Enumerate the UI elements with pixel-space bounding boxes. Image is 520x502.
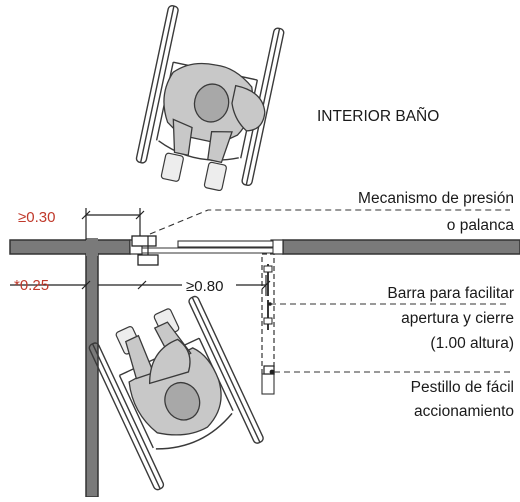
dimension-door-width-label: ≥0.80 — [186, 278, 223, 295]
callout-grab-bar-line1: Barra para facilitar — [387, 285, 514, 302]
dimension-wall-thickness: *0.25 — [10, 277, 91, 294]
dimension-side-clearance: ≥0.30 — [18, 208, 145, 240]
callout-grab-bar-line2: apertura y cierre — [401, 310, 514, 327]
dimension-wall-thickness-label: *0.25 — [14, 277, 49, 294]
grab-bar — [263, 264, 273, 330]
wall-right — [282, 239, 520, 255]
callout-grab-bar-line3: (1.00 altura) — [430, 335, 514, 352]
dimension-door-width: ≥0.80 — [98, 275, 271, 296]
title-interior-bano: INTERIOR BAÑO — [317, 108, 439, 125]
dimension-side-clearance-label: ≥0.30 — [18, 209, 55, 226]
callout-mechanism-line1: Mecanismo de presión — [358, 190, 514, 207]
wall-left — [9, 238, 131, 498]
lever-handle — [131, 235, 159, 266]
callout-latch-line1: Pestillo de fácil — [411, 379, 514, 396]
latch — [263, 365, 275, 375]
callout-latch-line2: accionamiento — [414, 403, 514, 420]
wheelchair-user-inside — [135, 5, 285, 192]
callout-leaders — [149, 209, 510, 373]
wheelchair-user-outside — [88, 295, 264, 491]
callout-mechanism-line2: o palanca — [447, 217, 515, 234]
